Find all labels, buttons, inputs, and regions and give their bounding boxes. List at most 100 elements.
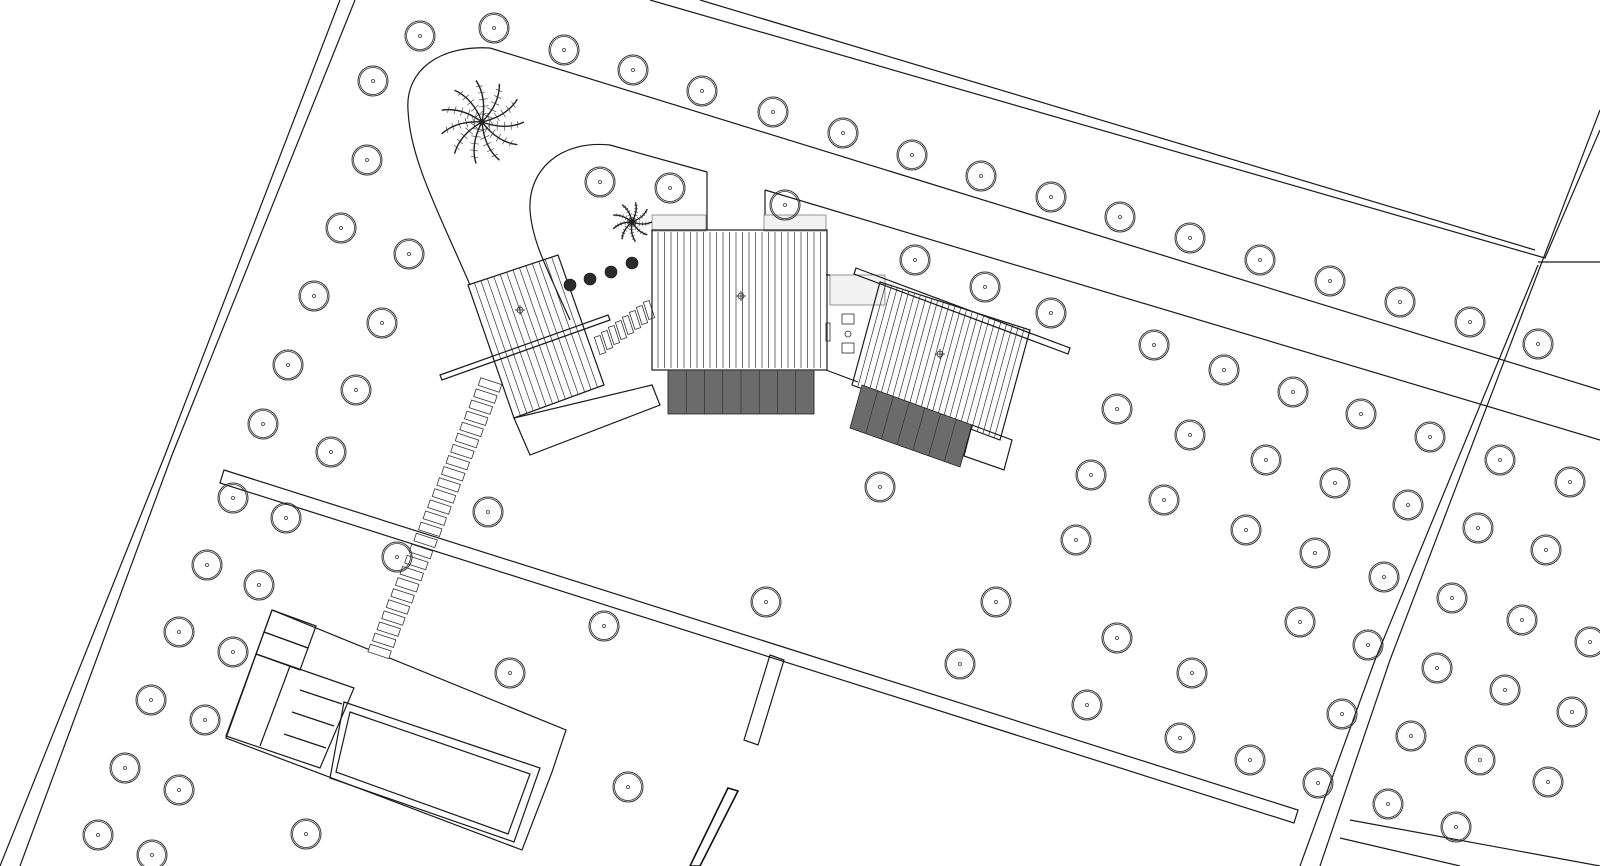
roof-rib bbox=[544, 259, 592, 390]
roof-rib bbox=[874, 289, 904, 394]
stepping-stone bbox=[367, 643, 392, 660]
tree-icon bbox=[135, 684, 167, 716]
central-planter-right bbox=[763, 214, 827, 232]
tree-icon bbox=[1277, 376, 1309, 408]
tree-icon bbox=[109, 752, 141, 784]
tree-icon bbox=[472, 496, 504, 528]
tree-icon bbox=[1174, 419, 1206, 451]
tree-icon bbox=[1574, 626, 1600, 658]
stepping-stone bbox=[477, 377, 503, 393]
roof-marks bbox=[515, 291, 945, 359]
roof-rib bbox=[857, 283, 887, 388]
stepping-stone bbox=[427, 499, 452, 515]
stepping-stone bbox=[635, 305, 649, 325]
stepping-stone bbox=[390, 588, 415, 604]
roof-rib bbox=[551, 257, 598, 388]
tree-icon bbox=[163, 616, 195, 648]
pergola-slat bbox=[943, 419, 957, 462]
roof-rib bbox=[512, 269, 560, 402]
tree-icon bbox=[1554, 466, 1586, 498]
left-wing-terrace bbox=[513, 384, 661, 456]
tree-icon bbox=[612, 771, 644, 803]
tree-icon bbox=[686, 75, 718, 107]
tree-icon bbox=[217, 636, 249, 668]
tree-icon bbox=[1395, 720, 1427, 752]
roof-rib bbox=[486, 278, 534, 412]
pool-equipment-1 bbox=[263, 609, 317, 649]
stepping-stone bbox=[399, 565, 425, 582]
stepping-stone bbox=[628, 310, 642, 330]
tree-icon bbox=[588, 610, 620, 642]
tree-icon bbox=[899, 244, 931, 276]
tree-icon bbox=[1556, 696, 1588, 728]
tree-icon bbox=[965, 160, 997, 192]
roof-rib bbox=[474, 282, 521, 416]
pergola-slat bbox=[928, 413, 941, 456]
tree-icon bbox=[82, 819, 114, 851]
tree-icon bbox=[1101, 622, 1133, 654]
tree-icon bbox=[1302, 767, 1334, 799]
stepping-stone bbox=[621, 315, 635, 335]
right-wing-beam bbox=[853, 267, 1071, 355]
central-pergola-slats bbox=[667, 370, 815, 414]
tree-icon bbox=[351, 144, 383, 176]
palm-tree-small-icon bbox=[612, 202, 653, 243]
north-boundary-inner bbox=[699, 0, 1536, 251]
stepping-stone bbox=[381, 610, 406, 626]
tree-icon bbox=[191, 549, 223, 581]
tree-icon bbox=[247, 408, 279, 440]
stepping-stone bbox=[445, 454, 471, 471]
right-wing-pergola-slats bbox=[865, 390, 957, 462]
tree-icon bbox=[325, 212, 357, 244]
tree-icon bbox=[1522, 328, 1554, 360]
courtyard-planter bbox=[829, 274, 886, 306]
pool-shed bbox=[225, 653, 355, 769]
tree-icon bbox=[1174, 222, 1206, 254]
courtyard-table bbox=[844, 330, 852, 338]
tree-icon bbox=[163, 774, 195, 806]
tree-icon bbox=[1101, 393, 1133, 425]
tree-icon bbox=[270, 502, 302, 534]
stepping-stone bbox=[468, 399, 494, 415]
stepping-stone bbox=[607, 325, 621, 345]
right-wing-roof-ribs bbox=[857, 283, 1025, 438]
stepping-stone bbox=[614, 320, 628, 340]
south-east-boundary-2 bbox=[1339, 837, 1461, 866]
tree-icon bbox=[1421, 652, 1453, 684]
stepping-stone bbox=[394, 577, 420, 593]
shrub-icon bbox=[625, 256, 639, 270]
garden-bed-inner bbox=[529, 143, 708, 321]
tree-icon bbox=[478, 12, 510, 44]
tree-icon bbox=[1299, 537, 1331, 569]
roof-rib bbox=[937, 309, 967, 417]
tree-icon bbox=[1319, 467, 1351, 499]
central-roof-ribs bbox=[657, 232, 821, 368]
courtyard-chair-2 bbox=[841, 342, 855, 354]
tree-icon bbox=[315, 436, 347, 468]
roof-rib bbox=[493, 276, 541, 409]
stepping-stones bbox=[367, 377, 503, 660]
stepping-stone bbox=[440, 466, 466, 482]
tree-icon bbox=[1532, 766, 1564, 798]
roof-rib bbox=[863, 285, 892, 390]
stepping-stone bbox=[436, 477, 461, 493]
pool-basin bbox=[329, 701, 541, 843]
tree-icon bbox=[1464, 744, 1496, 776]
pergola-slat bbox=[896, 402, 910, 445]
stepping-stone bbox=[450, 443, 475, 460]
pool-shed-shelf-3 bbox=[283, 733, 327, 749]
pool-equipment-2 bbox=[255, 631, 309, 671]
west-boundary-line-outer bbox=[0, 0, 341, 866]
pool-shed-shelf-1 bbox=[299, 689, 343, 705]
house-right-wing bbox=[849, 267, 1071, 471]
roof-rib bbox=[993, 328, 1025, 438]
north-boundary-line bbox=[649, 0, 1600, 259]
tree-icon bbox=[1530, 534, 1562, 566]
tree-icon bbox=[1414, 421, 1446, 453]
tree-icon bbox=[617, 54, 649, 86]
roof-rib bbox=[880, 291, 910, 396]
stepping-stones-short bbox=[593, 300, 656, 355]
stepping-stone bbox=[463, 410, 489, 427]
tree-icon bbox=[769, 189, 801, 221]
